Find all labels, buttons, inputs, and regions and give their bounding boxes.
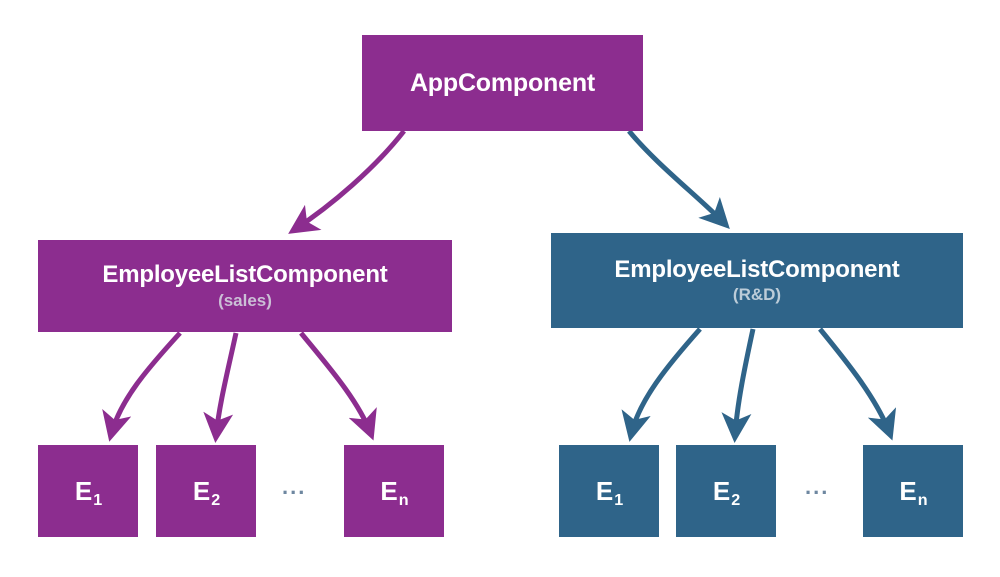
leaf-letter: E (712, 476, 731, 506)
node-employee-leaf-label: En (380, 476, 408, 508)
node-employee-list-sales[interactable]: EmployeeListComponent (sales) (38, 240, 452, 332)
edge-sales-to-leaf-2 (203, 332, 239, 443)
leaf-letter: E (899, 476, 917, 506)
node-employee-leaf[interactable]: E1 (559, 445, 659, 537)
node-employee-leaf[interactable]: E2 (156, 445, 256, 537)
leaf-index: 1 (93, 491, 103, 509)
node-employee-leaf-label: E1 (595, 476, 623, 508)
node-employee-leaf-label: E2 (192, 476, 220, 508)
node-employee-leaf-label: E1 (74, 476, 102, 508)
edge-rnd-to-leaf-2 (721, 328, 756, 443)
leaf-letter: E (380, 476, 398, 506)
edge-sales-to-leaf-1 (102, 331, 182, 442)
edge-rnd-to-leaf-1 (621, 327, 702, 442)
leaf-index: n (917, 491, 928, 509)
node-employee-list-sales-sublabel: (sales) (218, 290, 272, 310)
leaf-letter: E (192, 476, 211, 506)
leaf-letter: E (74, 476, 93, 506)
edge-rnd-to-leaf-n (818, 327, 897, 441)
node-employee-list-rnd[interactable]: EmployeeListComponent (R&D) (551, 233, 963, 328)
node-employee-leaf[interactable]: E1 (38, 445, 138, 537)
node-employee-leaf[interactable]: En (344, 445, 444, 537)
node-employee-list-rnd-label: EmployeeListComponent (614, 255, 900, 283)
edge-sales-to-leaf-n (299, 331, 377, 441)
edge-app-to-sales (288, 129, 406, 234)
leaf-index: 1 (614, 491, 624, 509)
leaf-index: 2 (211, 491, 221, 509)
leaf-letter: E (595, 476, 614, 506)
node-employee-list-rnd-sublabel: (R&D) (732, 285, 782, 305)
leaf-index: 2 (731, 491, 741, 509)
node-employee-leaf-label: E2 (712, 476, 740, 508)
node-employee-leaf-label: En (899, 476, 927, 508)
edge-app-to-rnd (627, 129, 730, 230)
node-app-component-label: AppComponent (409, 68, 596, 97)
node-employee-leaf[interactable]: En (863, 445, 963, 537)
leaf-index: n (398, 491, 409, 509)
ellipsis-rnd: ... (805, 474, 830, 499)
ellipsis-sales: ... (282, 474, 307, 499)
node-app-component[interactable]: AppComponent (362, 35, 643, 131)
node-employee-list-sales-label: EmployeeListComponent (102, 261, 388, 289)
node-employee-leaf[interactable]: E2 (676, 445, 776, 537)
